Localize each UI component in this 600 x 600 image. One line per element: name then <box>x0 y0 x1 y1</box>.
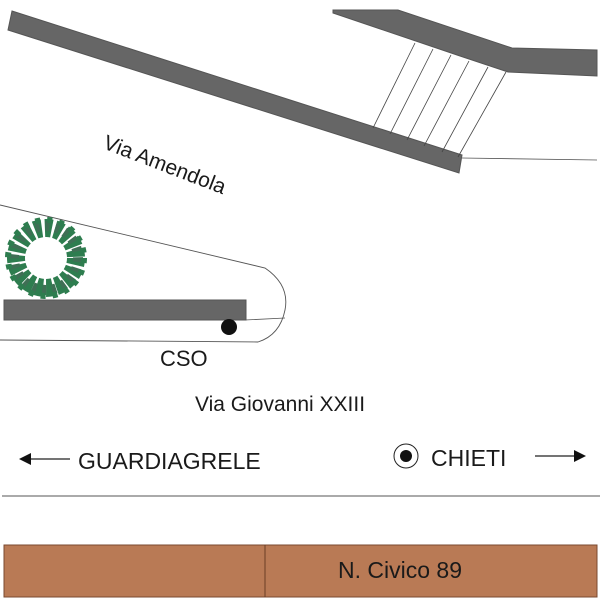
building-number-label: N. Civico 89 <box>338 557 462 583</box>
direction-chieti: CHIETI <box>431 445 506 471</box>
traffic-island <box>0 204 287 343</box>
sidewalk-island <box>3 299 247 321</box>
location-marker-icon <box>393 443 419 469</box>
arrow-left-icon <box>19 453 70 465</box>
street-label-via-amendola: Via Amendola <box>100 131 229 199</box>
arrow-right-icon <box>535 450 586 462</box>
tree-icon <box>5 217 87 299</box>
sidewalk-via-amendola <box>7 10 463 174</box>
island-divider <box>244 317 286 321</box>
crosswalk <box>372 42 507 158</box>
bus-stop-label: CSO <box>160 346 208 371</box>
road-edge-right <box>461 157 598 161</box>
direction-guardiagrele: GUARDIAGRELE <box>78 448 261 474</box>
street-label-via-giovanni: Via Giovanni XXIII <box>195 393 365 416</box>
building <box>3 544 598 598</box>
bus-stop-dot <box>221 319 237 335</box>
sidewalk-upper-right <box>332 9 598 77</box>
